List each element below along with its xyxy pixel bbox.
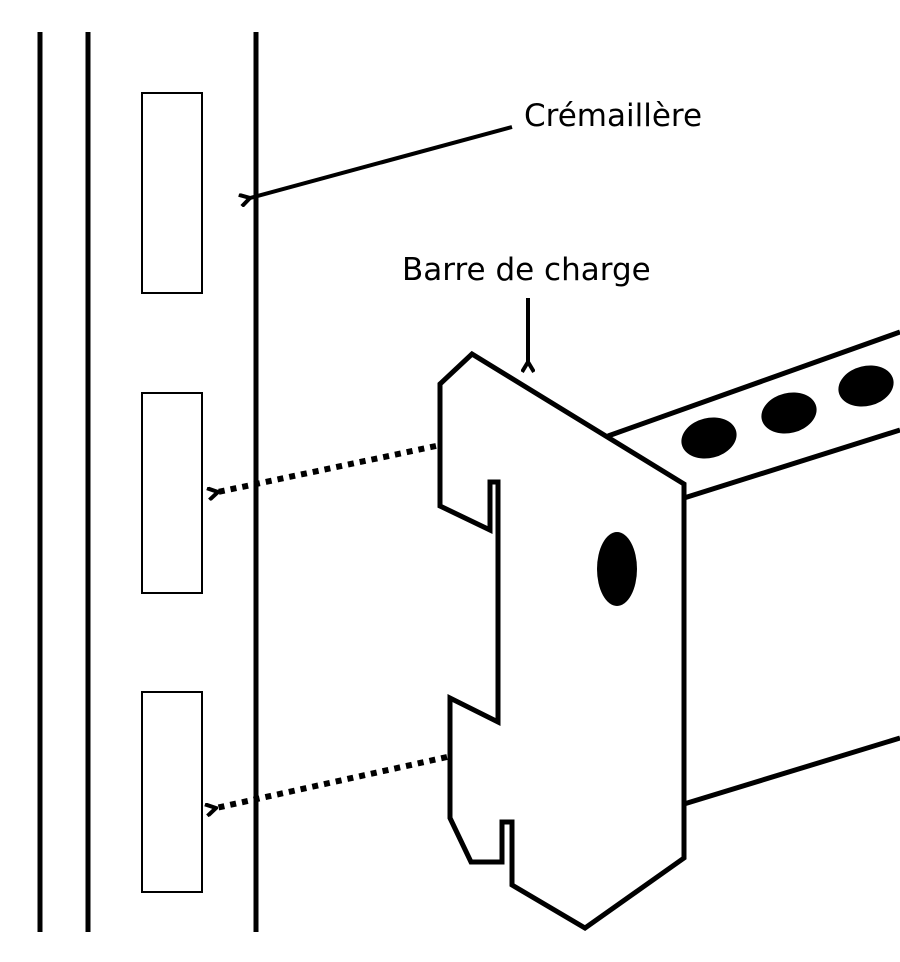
beam-connector-plate — [437, 350, 687, 931]
beam-bottom-edge — [683, 735, 900, 807]
beam-mid-edge — [683, 427, 900, 501]
upright-label-arrow — [250, 125, 513, 198]
slot-bottom — [141, 691, 203, 893]
beam-top-edge — [607, 329, 900, 439]
connector-hole — [597, 532, 637, 606]
beam-hole — [838, 365, 894, 407]
slot-top — [141, 92, 203, 294]
hook-arrow-bottom — [216, 754, 448, 808]
slot-middle — [141, 392, 203, 594]
beam-hole — [681, 417, 737, 459]
beam-holes — [681, 365, 894, 459]
upright-slots — [141, 92, 203, 893]
upright-label: Crémaillère — [524, 98, 702, 134]
beam-body — [607, 329, 900, 807]
hook-arrow-top — [218, 443, 437, 492]
beam-hole — [761, 392, 817, 434]
beam-label: Barre de charge — [402, 252, 651, 288]
